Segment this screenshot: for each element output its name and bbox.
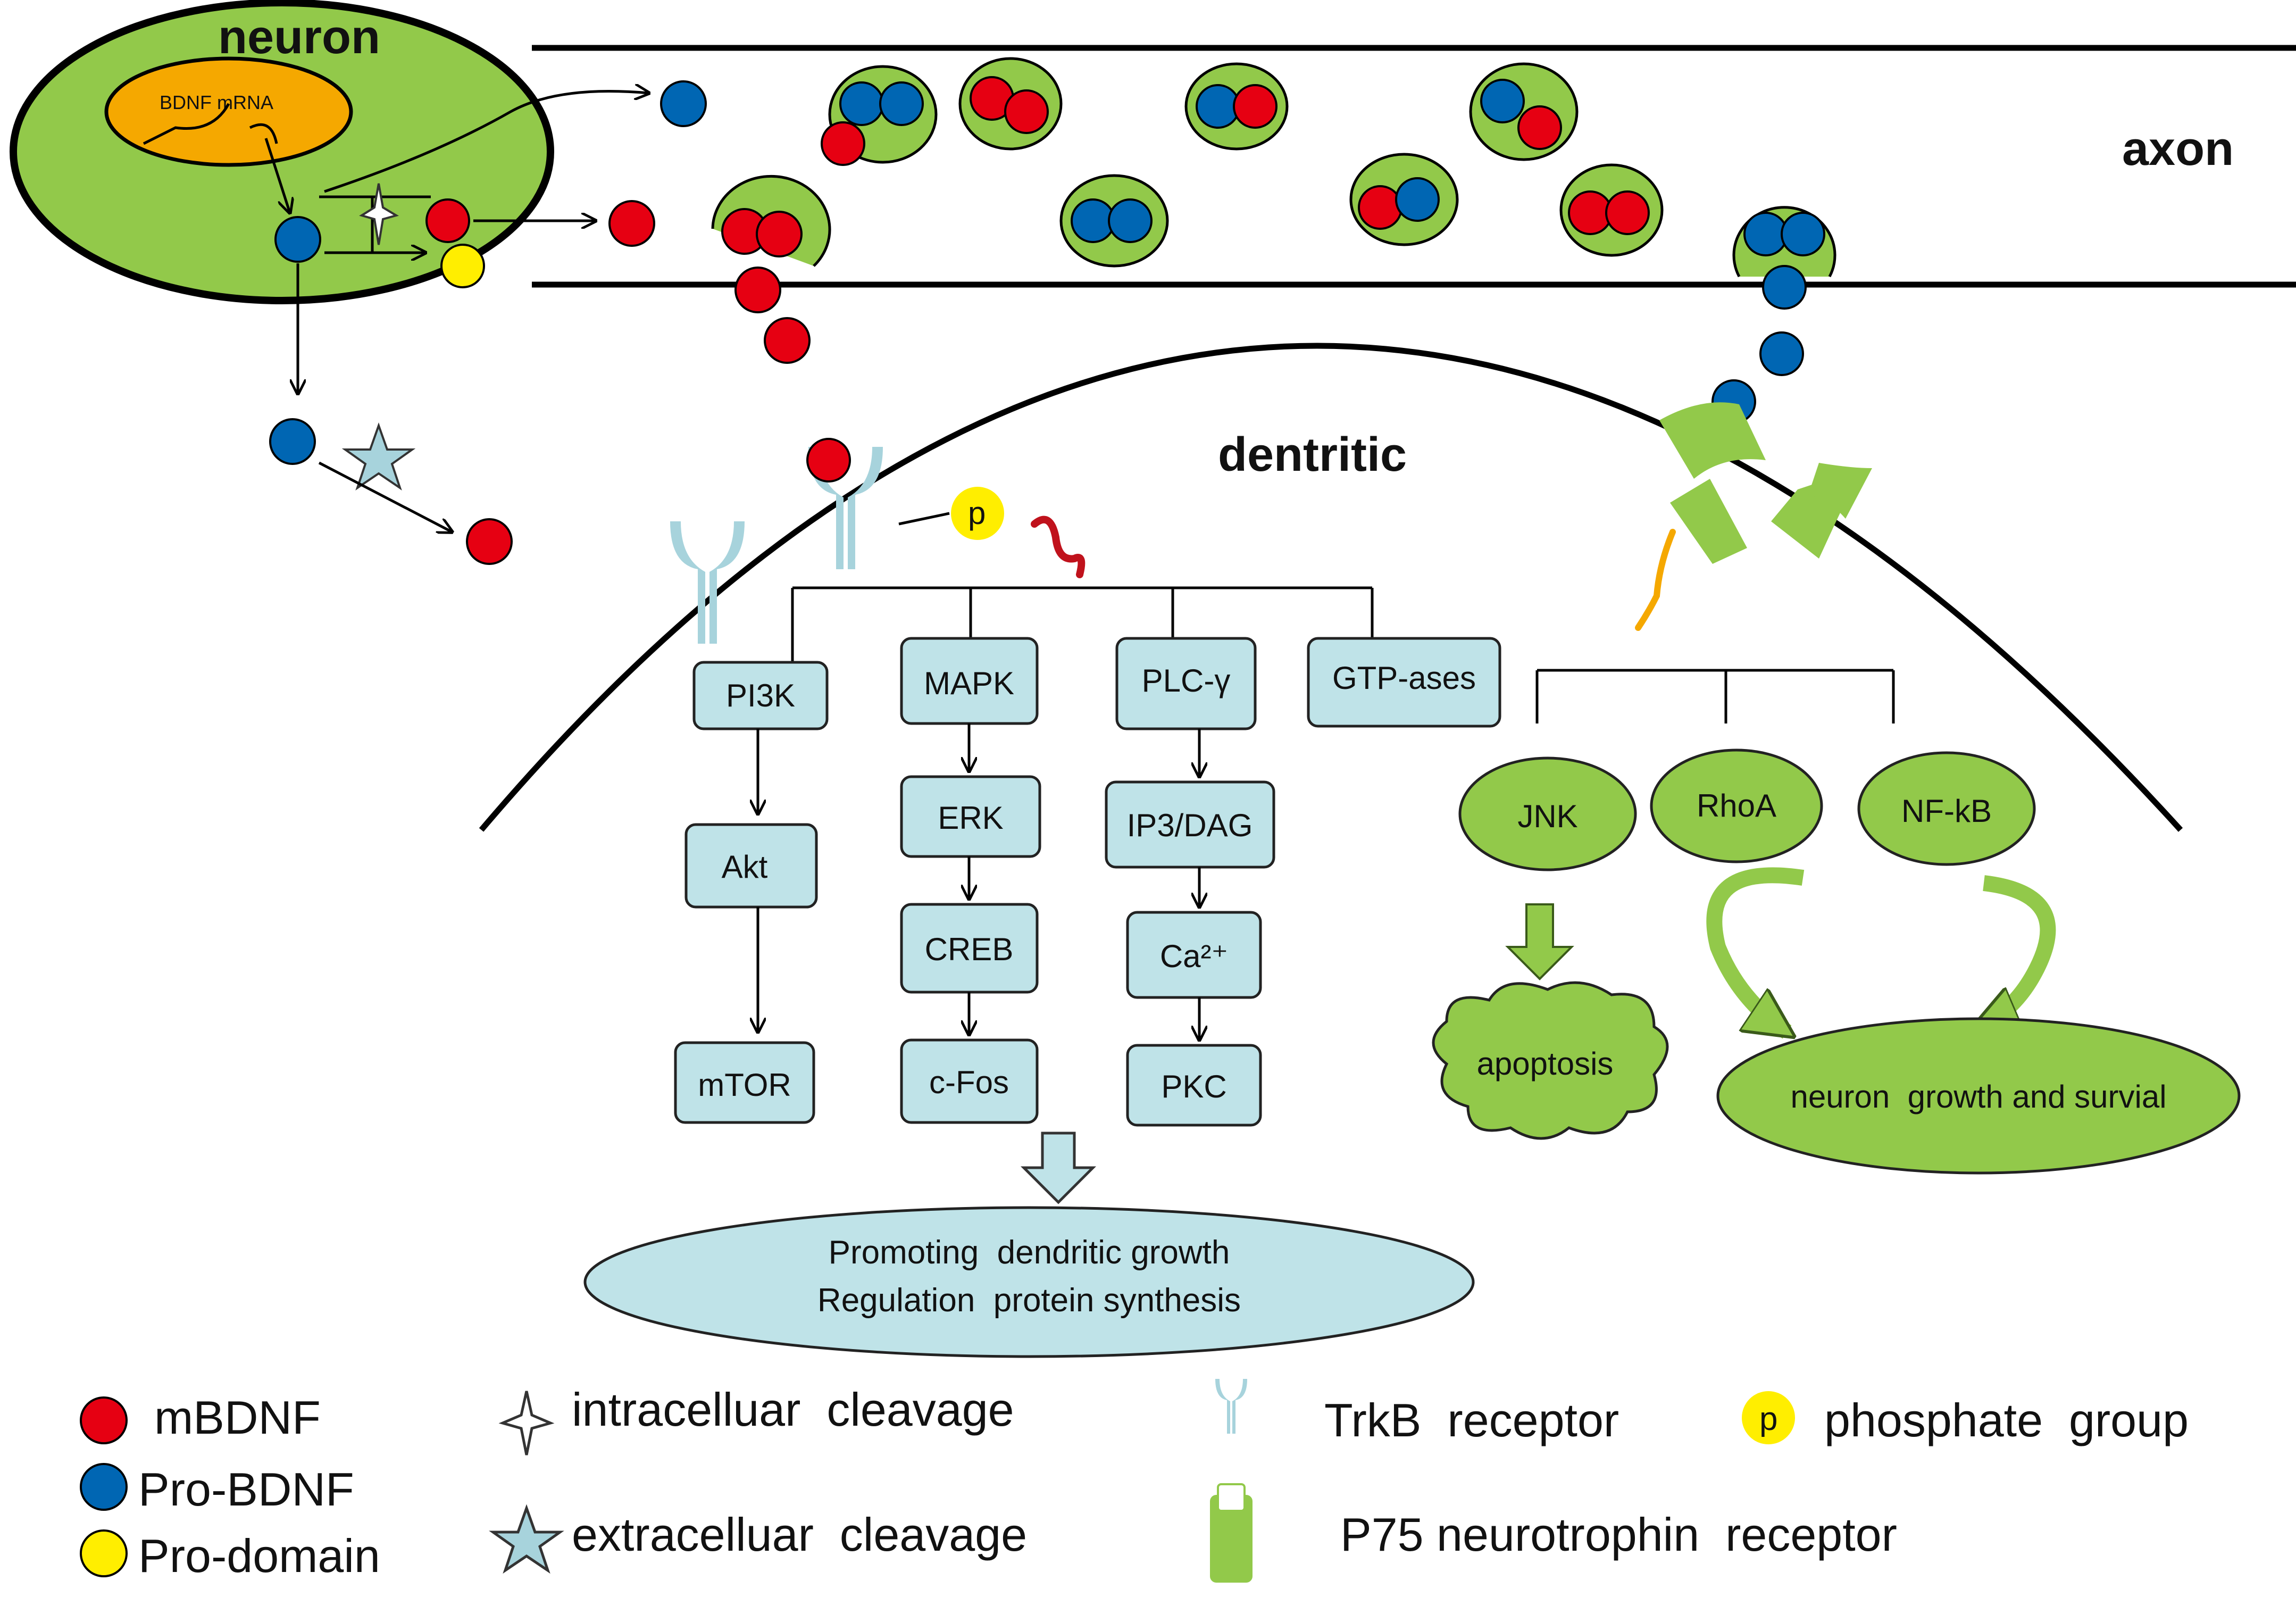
creb-label: CREB — [925, 931, 1014, 967]
legend-probdnf-label: Pro-BDNF — [138, 1463, 354, 1516]
legend-p75-icon — [1210, 1483, 1253, 1583]
mapk-label: MAPK — [924, 666, 1014, 701]
akt-box — [684, 823, 818, 909]
vesicle-6 — [1349, 153, 1459, 246]
nfkb-label: NF-kB — [1901, 793, 1992, 829]
vesicle-2 — [958, 57, 1063, 151]
probdnf-secreted — [660, 80, 707, 127]
vesicle-5 — [1059, 174, 1169, 268]
plc-box — [1115, 637, 1257, 730]
apoptosis-label: apoptosis — [1477, 1046, 1614, 1082]
growth-ellipse — [1716, 1017, 2241, 1175]
pi3k-box — [692, 661, 829, 730]
legend-trkb-label: TrkB receptor — [1324, 1394, 1619, 1446]
mbdnf-intracellular — [425, 198, 470, 243]
jnk-label: JNK — [1517, 798, 1577, 834]
arrow-extracellular-cleavage — [318, 461, 452, 532]
arrow-jnk-apoptosis — [1505, 903, 1574, 980]
intracellular-cleavage-mark — [359, 183, 399, 245]
akt-label: Akt — [722, 849, 768, 885]
vesicle-releasing-mbdnf — [711, 174, 831, 364]
gtpases-label: GTP-ases — [1332, 660, 1476, 696]
gtpases-box — [1307, 637, 1501, 728]
outcome-line2: Regulation protein synthesis — [817, 1282, 1241, 1319]
ip3dag-label: IP3/DAG — [1127, 808, 1253, 843]
plc-label: PLC-γ — [1142, 663, 1231, 698]
legend-extracellular-icon — [489, 1504, 564, 1574]
dendritic-label: dentritic — [1218, 428, 1407, 481]
legend-phosphate-icon — [1742, 1391, 1795, 1444]
p75-receptor — [1635, 402, 1872, 631]
phosphate-p-label: p — [968, 495, 986, 531]
ca-box — [1126, 911, 1262, 999]
cfos-label: c-Fos — [929, 1064, 1009, 1100]
legend-trkb-icon — [1215, 1379, 1247, 1434]
legend-phosphate-label: phosphate group — [1824, 1394, 2189, 1446]
rhoa-ellipse — [1650, 748, 1823, 863]
legend-mbdnf-dot — [80, 1396, 128, 1444]
mbdnf-bound-trkb — [806, 438, 851, 483]
mrna-squiggle-1 — [143, 103, 230, 145]
erk-box — [900, 775, 1041, 858]
legend-prodomain-label: Pro-domain — [138, 1529, 380, 1582]
probdnf-intracellular — [274, 216, 321, 263]
rhoa-label: RhoA — [1697, 788, 1776, 824]
mrna-squiggle-2 — [249, 123, 278, 144]
trkb-outcome-ellipse — [583, 1206, 1475, 1358]
vesicle-releasing-probdnf — [1711, 206, 1836, 424]
mtor-box — [674, 1041, 815, 1124]
phosphate-group — [951, 487, 1004, 540]
legend-intracellular-icon — [498, 1391, 555, 1455]
legend-p75-label: P75 neurotrophin receptor — [1340, 1508, 1897, 1561]
legend-extracellular-label: extracelluar cleavage — [572, 1508, 1027, 1561]
probdnf-extracellular — [269, 418, 316, 465]
bdnf-mrna-nucleus — [104, 56, 353, 167]
axon-label: axon — [2122, 122, 2234, 176]
extracellular-cleavage-star — [341, 422, 416, 490]
ca-label: Ca²⁺ — [1160, 938, 1228, 974]
nfkb-ellipse — [1857, 751, 2036, 866]
bdnf-mrna-label: BDNF mRNA — [160, 92, 273, 113]
arrow-probdnf-secretion — [324, 92, 649, 193]
legend-mbdnf-label: mBDNF — [154, 1391, 321, 1444]
mbdnf-extracellular — [466, 518, 513, 565]
legend-phosphate-p: p — [1759, 1401, 1777, 1437]
outcome-line1: Promoting dendritic growth — [829, 1234, 1230, 1271]
erk-label: ERK — [938, 800, 1003, 836]
jnk-ellipse — [1458, 756, 1637, 871]
apoptosis-cloud — [1432, 981, 1669, 1140]
arrow-mrna-to-probdnf — [264, 138, 290, 213]
growth-label: neuron growth and survial — [1790, 1079, 2166, 1114]
prodomain-intracellular — [440, 244, 485, 288]
neuron-label: neuron — [218, 11, 380, 64]
arrow-to-outcome — [1020, 1132, 1097, 1204]
cfos-box — [900, 1038, 1039, 1124]
vesicle-3 — [1184, 62, 1289, 151]
pkc-box — [1126, 1044, 1262, 1127]
kinase-tail — [1031, 515, 1086, 578]
vesicle-4 — [1469, 62, 1579, 161]
legend-intracellular-label: intracelluar cleavage — [572, 1383, 1014, 1436]
mtor-label: mTOR — [698, 1067, 791, 1103]
arrow-rhoa-growth — [1706, 867, 1805, 1032]
arrow-nfkb-growth — [1978, 875, 2056, 1027]
legend-prodomain-dot — [80, 1529, 128, 1577]
vesicle-1 — [821, 65, 938, 166]
pkc-label: PKC — [1161, 1069, 1226, 1104]
legend-probdnf-dot — [80, 1463, 128, 1511]
pi3k-label: PI3K — [726, 678, 795, 713]
dendrite-membrane — [479, 343, 2183, 832]
ip3dag-box — [1105, 780, 1275, 869]
vesicle-7 — [1559, 163, 1664, 257]
mbdnf-secreted — [608, 200, 655, 247]
phosphate-link — [898, 512, 950, 526]
